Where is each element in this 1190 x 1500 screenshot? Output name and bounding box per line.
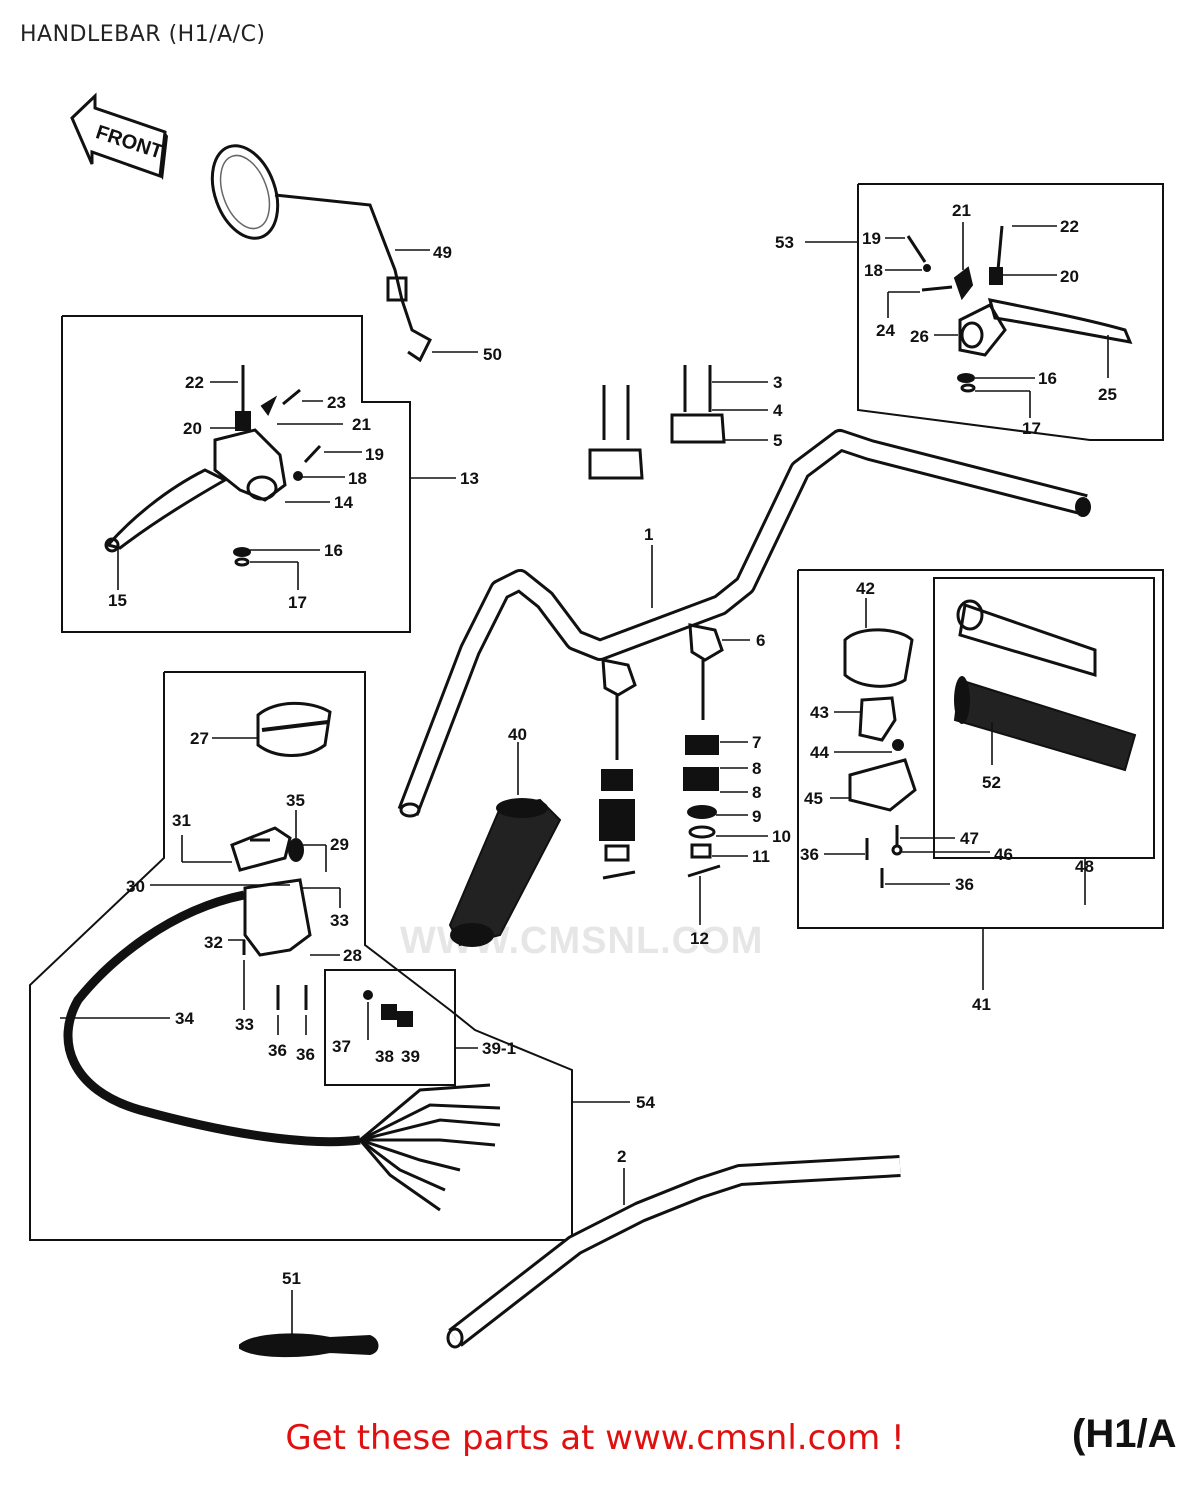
callout-8a: 8 — [752, 759, 761, 778]
callout-28: 28 — [343, 946, 362, 965]
callout-33a: 33 — [330, 911, 349, 930]
callout-36a: 36 — [268, 1041, 287, 1060]
handlebar-low-part — [446, 1155, 901, 1349]
callout-26: 26 — [910, 327, 929, 346]
callout-18b: 18 — [864, 261, 883, 280]
callout-15: 15 — [108, 591, 127, 610]
callout-52: 52 — [982, 773, 1001, 792]
callout-41: 41 — [972, 995, 991, 1014]
callout-40: 40 — [508, 725, 527, 744]
callout-32: 32 — [204, 933, 223, 952]
callout-17b: 17 — [1022, 419, 1041, 438]
callout-19a: 19 — [365, 445, 384, 464]
handlebar-clamp-part — [588, 365, 726, 480]
callout-1: 1 — [644, 525, 653, 544]
grip-left-part — [448, 798, 562, 947]
callout-46: 46 — [994, 845, 1013, 864]
callout-39-1: 39-1 — [482, 1039, 516, 1058]
callout-20a: 20 — [183, 419, 202, 438]
callout-4: 4 — [773, 401, 783, 420]
callout-16b: 16 — [1038, 369, 1057, 388]
callout-36d: 36 — [955, 875, 974, 894]
callout-42: 42 — [856, 579, 875, 598]
callout-25: 25 — [1098, 385, 1117, 404]
callout-36b: 36 — [296, 1045, 315, 1064]
callout-31: 31 — [172, 811, 191, 830]
callout-13: 13 — [460, 469, 479, 488]
model-tag: (H1/A — [1072, 1412, 1177, 1456]
callout-49: 49 — [433, 243, 452, 262]
callout-2: 2 — [617, 1147, 626, 1166]
callout-29: 29 — [330, 835, 349, 854]
callout-23: 23 — [327, 393, 346, 412]
callout-7: 7 — [752, 733, 761, 752]
callout-35: 35 — [286, 791, 305, 810]
callout-6: 6 — [756, 631, 765, 650]
grip-right-part — [953, 599, 1137, 772]
callout-54: 54 — [636, 1093, 655, 1112]
callout-30: 30 — [126, 877, 145, 896]
page-title: HANDLEBAR (H1/A/C) — [20, 22, 266, 47]
footer-cta-link[interactable]: Get these parts at www.cmsnl.com ! — [285, 1418, 905, 1458]
callout-27: 27 — [190, 729, 209, 748]
box-brake-lever — [857, 183, 1164, 441]
callout-22a: 22 — [185, 373, 204, 392]
box-throttle — [797, 569, 1164, 929]
callout-39: 39 — [401, 1047, 420, 1066]
callout-51: 51 — [282, 1269, 301, 1288]
callout-44: 44 — [810, 743, 829, 762]
callout-10: 10 — [772, 827, 791, 846]
callout-12: 12 — [690, 929, 709, 948]
box-grip-set — [933, 577, 1155, 859]
callout-16a: 16 — [324, 541, 343, 560]
callout-24: 24 — [876, 321, 895, 340]
callout-19b: 19 — [862, 229, 881, 248]
callout-33b: 33 — [235, 1015, 254, 1034]
handlebar-high-part — [397, 429, 1091, 818]
handlebar-mount-part — [599, 623, 724, 880]
throttle-part — [843, 628, 917, 888]
callout-45: 45 — [804, 789, 823, 808]
callout-34: 34 — [175, 1009, 194, 1028]
callout-53: 53 — [775, 233, 794, 252]
callout-9: 9 — [752, 807, 761, 826]
front-arrow-icon: FRONT — [70, 92, 168, 180]
callout-50: 50 — [483, 345, 502, 364]
clutch-lever-part — [104, 365, 322, 567]
box-clutch-lever — [61, 315, 411, 633]
callout-48: 48 — [1075, 857, 1094, 876]
callout-43: 43 — [810, 703, 829, 722]
callout-5: 5 — [773, 431, 782, 450]
mirror-part — [210, 144, 432, 363]
callout-21a: 21 — [352, 415, 371, 434]
callout-14: 14 — [334, 493, 353, 512]
callout-11: 11 — [752, 847, 770, 866]
callout-18a: 18 — [348, 469, 367, 488]
callout-17a: 17 — [288, 593, 307, 612]
wiring-harness-part — [63, 890, 501, 1212]
box-switch — [29, 671, 573, 1241]
callout-38: 38 — [375, 1047, 394, 1066]
box-switch-parts — [324, 969, 456, 1086]
callout-47: 47 — [960, 829, 979, 848]
callout-37: 37 — [332, 1037, 351, 1056]
callout-36c: 36 — [800, 845, 819, 864]
callout-22b: 22 — [1060, 217, 1079, 236]
callout-3: 3 — [773, 373, 782, 392]
callout-8b: 8 — [752, 783, 761, 802]
handle-tool-part — [239, 1333, 379, 1358]
switch-housing-part — [230, 701, 413, 1027]
callout-21b: 21 — [952, 201, 971, 220]
brake-lever-part — [906, 225, 1133, 393]
callout-20b: 20 — [1060, 267, 1079, 286]
